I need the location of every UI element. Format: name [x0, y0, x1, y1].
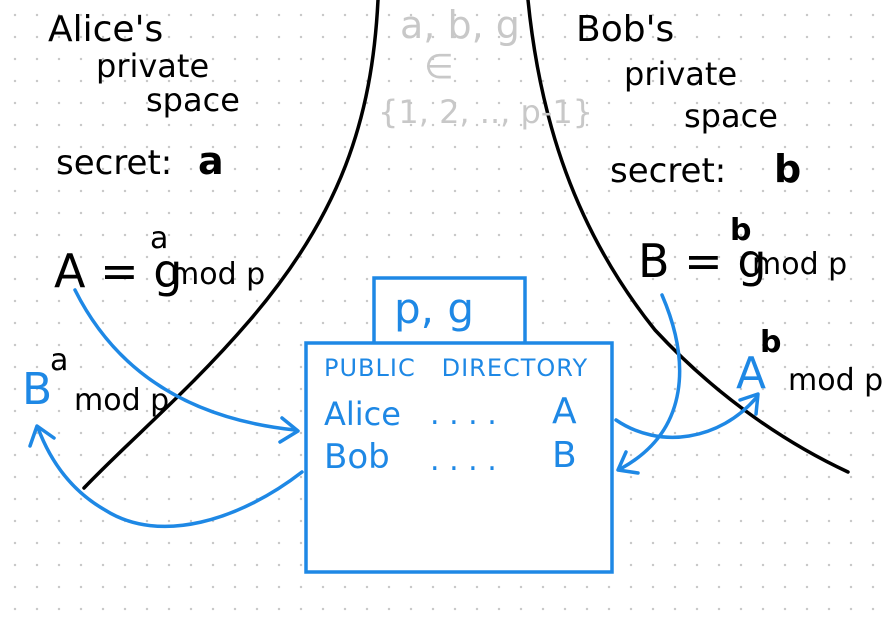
bob-secret-value: b [774, 147, 802, 191]
bob-publish-arrowhead [616, 450, 640, 475]
bob-public-mod: mod p [752, 247, 848, 282]
alice-boundary-curve [82, 0, 380, 490]
directory-row-bob-value: B [552, 435, 577, 476]
bob-public-exponent: b [730, 213, 752, 248]
alice-shared-mod: mod p [74, 383, 170, 418]
alice-public-exponent: a [150, 221, 169, 256]
bob-boundary-curve [526, 0, 850, 474]
bob-public-value: B = g [638, 234, 767, 288]
directory-row-alice-value: A [552, 391, 577, 432]
alice-shared-exponent: a [50, 343, 69, 378]
alice-secret-value: a [198, 139, 224, 183]
bob-shared-exponent: b [760, 325, 782, 360]
bob-shared-mod: mod p [788, 363, 882, 398]
alice-public-mod: mod p [170, 257, 266, 292]
bob-private-label: private [624, 55, 738, 93]
directory-title: PUBLIC DIRECTORY [324, 354, 589, 382]
alice-shared-base: B [22, 364, 53, 415]
alice-public-value: A = g [54, 244, 183, 298]
alice-secret-label: secret: [56, 143, 173, 183]
directory-box [304, 341, 614, 574]
alice-fetch-arrow [36, 426, 304, 529]
bob-shared-base: A [736, 348, 767, 399]
bob-fetch-arrowhead [738, 392, 760, 416]
bob-fetch-arrow [614, 396, 758, 439]
alice-title: Alice's [48, 9, 164, 50]
alice-space-label: space [146, 81, 240, 119]
bob-space-label: space [684, 97, 778, 135]
alice-fetch-arrowhead [28, 424, 56, 448]
directory-row-bob-name: Bob [324, 437, 390, 477]
alice-publish-arrowhead [278, 416, 300, 444]
alice-private-label: private [96, 47, 210, 85]
directory-tab-box [372, 276, 527, 346]
directory-tab-label: p, g [394, 284, 475, 333]
param-variables: a, b, g [400, 3, 520, 47]
bob-title: Bob's [576, 9, 675, 50]
bob-secret-label: secret: [610, 151, 727, 191]
directory-row-alice-dots: . . . . [430, 397, 497, 432]
bob-publish-arrow [620, 293, 682, 470]
alice-publish-arrow [73, 288, 297, 432]
directory-row-bob-dots: . . . . [430, 443, 497, 478]
directory-row-alice-name: Alice [324, 395, 401, 433]
param-set: {1, 2, .., p-1} [378, 93, 594, 131]
param-element-of: ∈ [424, 47, 454, 87]
